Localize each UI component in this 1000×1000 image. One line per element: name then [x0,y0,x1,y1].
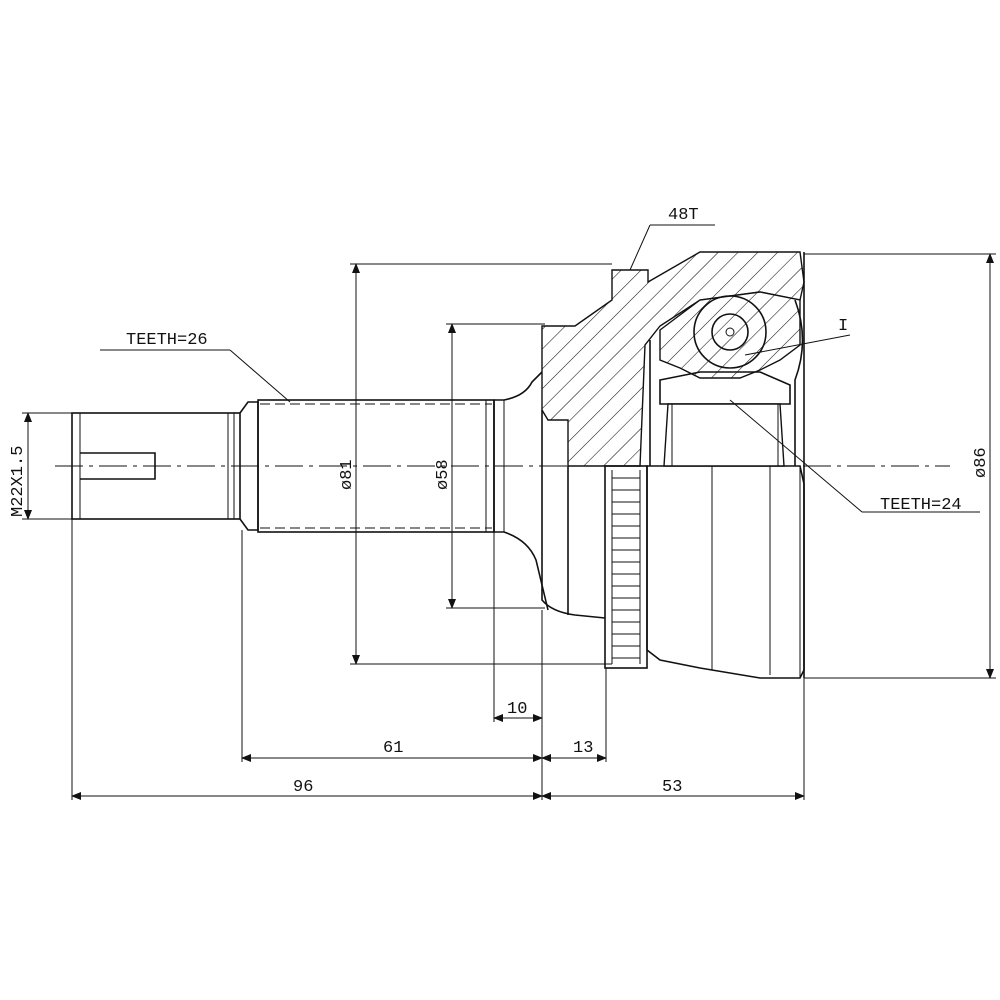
dia-58-label: ø58 [434,459,453,490]
bell-housing [541,251,805,679]
dim-96-label: 96 [293,778,313,797]
detail-label: I [838,317,848,336]
dim-10-label: 10 [507,700,527,719]
dim-53-label: 53 [662,778,682,797]
abs-ring-label: 48T [668,206,699,225]
thread-label: M22X1.5 [9,446,28,517]
inner-race [649,291,851,467]
abs-ring-teeth [612,477,640,659]
teeth-outer-label: TEETH=26 [126,331,208,350]
splined-shaft [257,371,549,611]
dim-61-label: 61 [383,739,403,758]
dia-86-label: ø86 [972,447,991,478]
dim-13-label: 13 [573,739,593,758]
teeth-inner-label: TEETH=24 [880,496,962,515]
dimensions [22,224,996,800]
dia-81-label: ø81 [338,459,357,490]
